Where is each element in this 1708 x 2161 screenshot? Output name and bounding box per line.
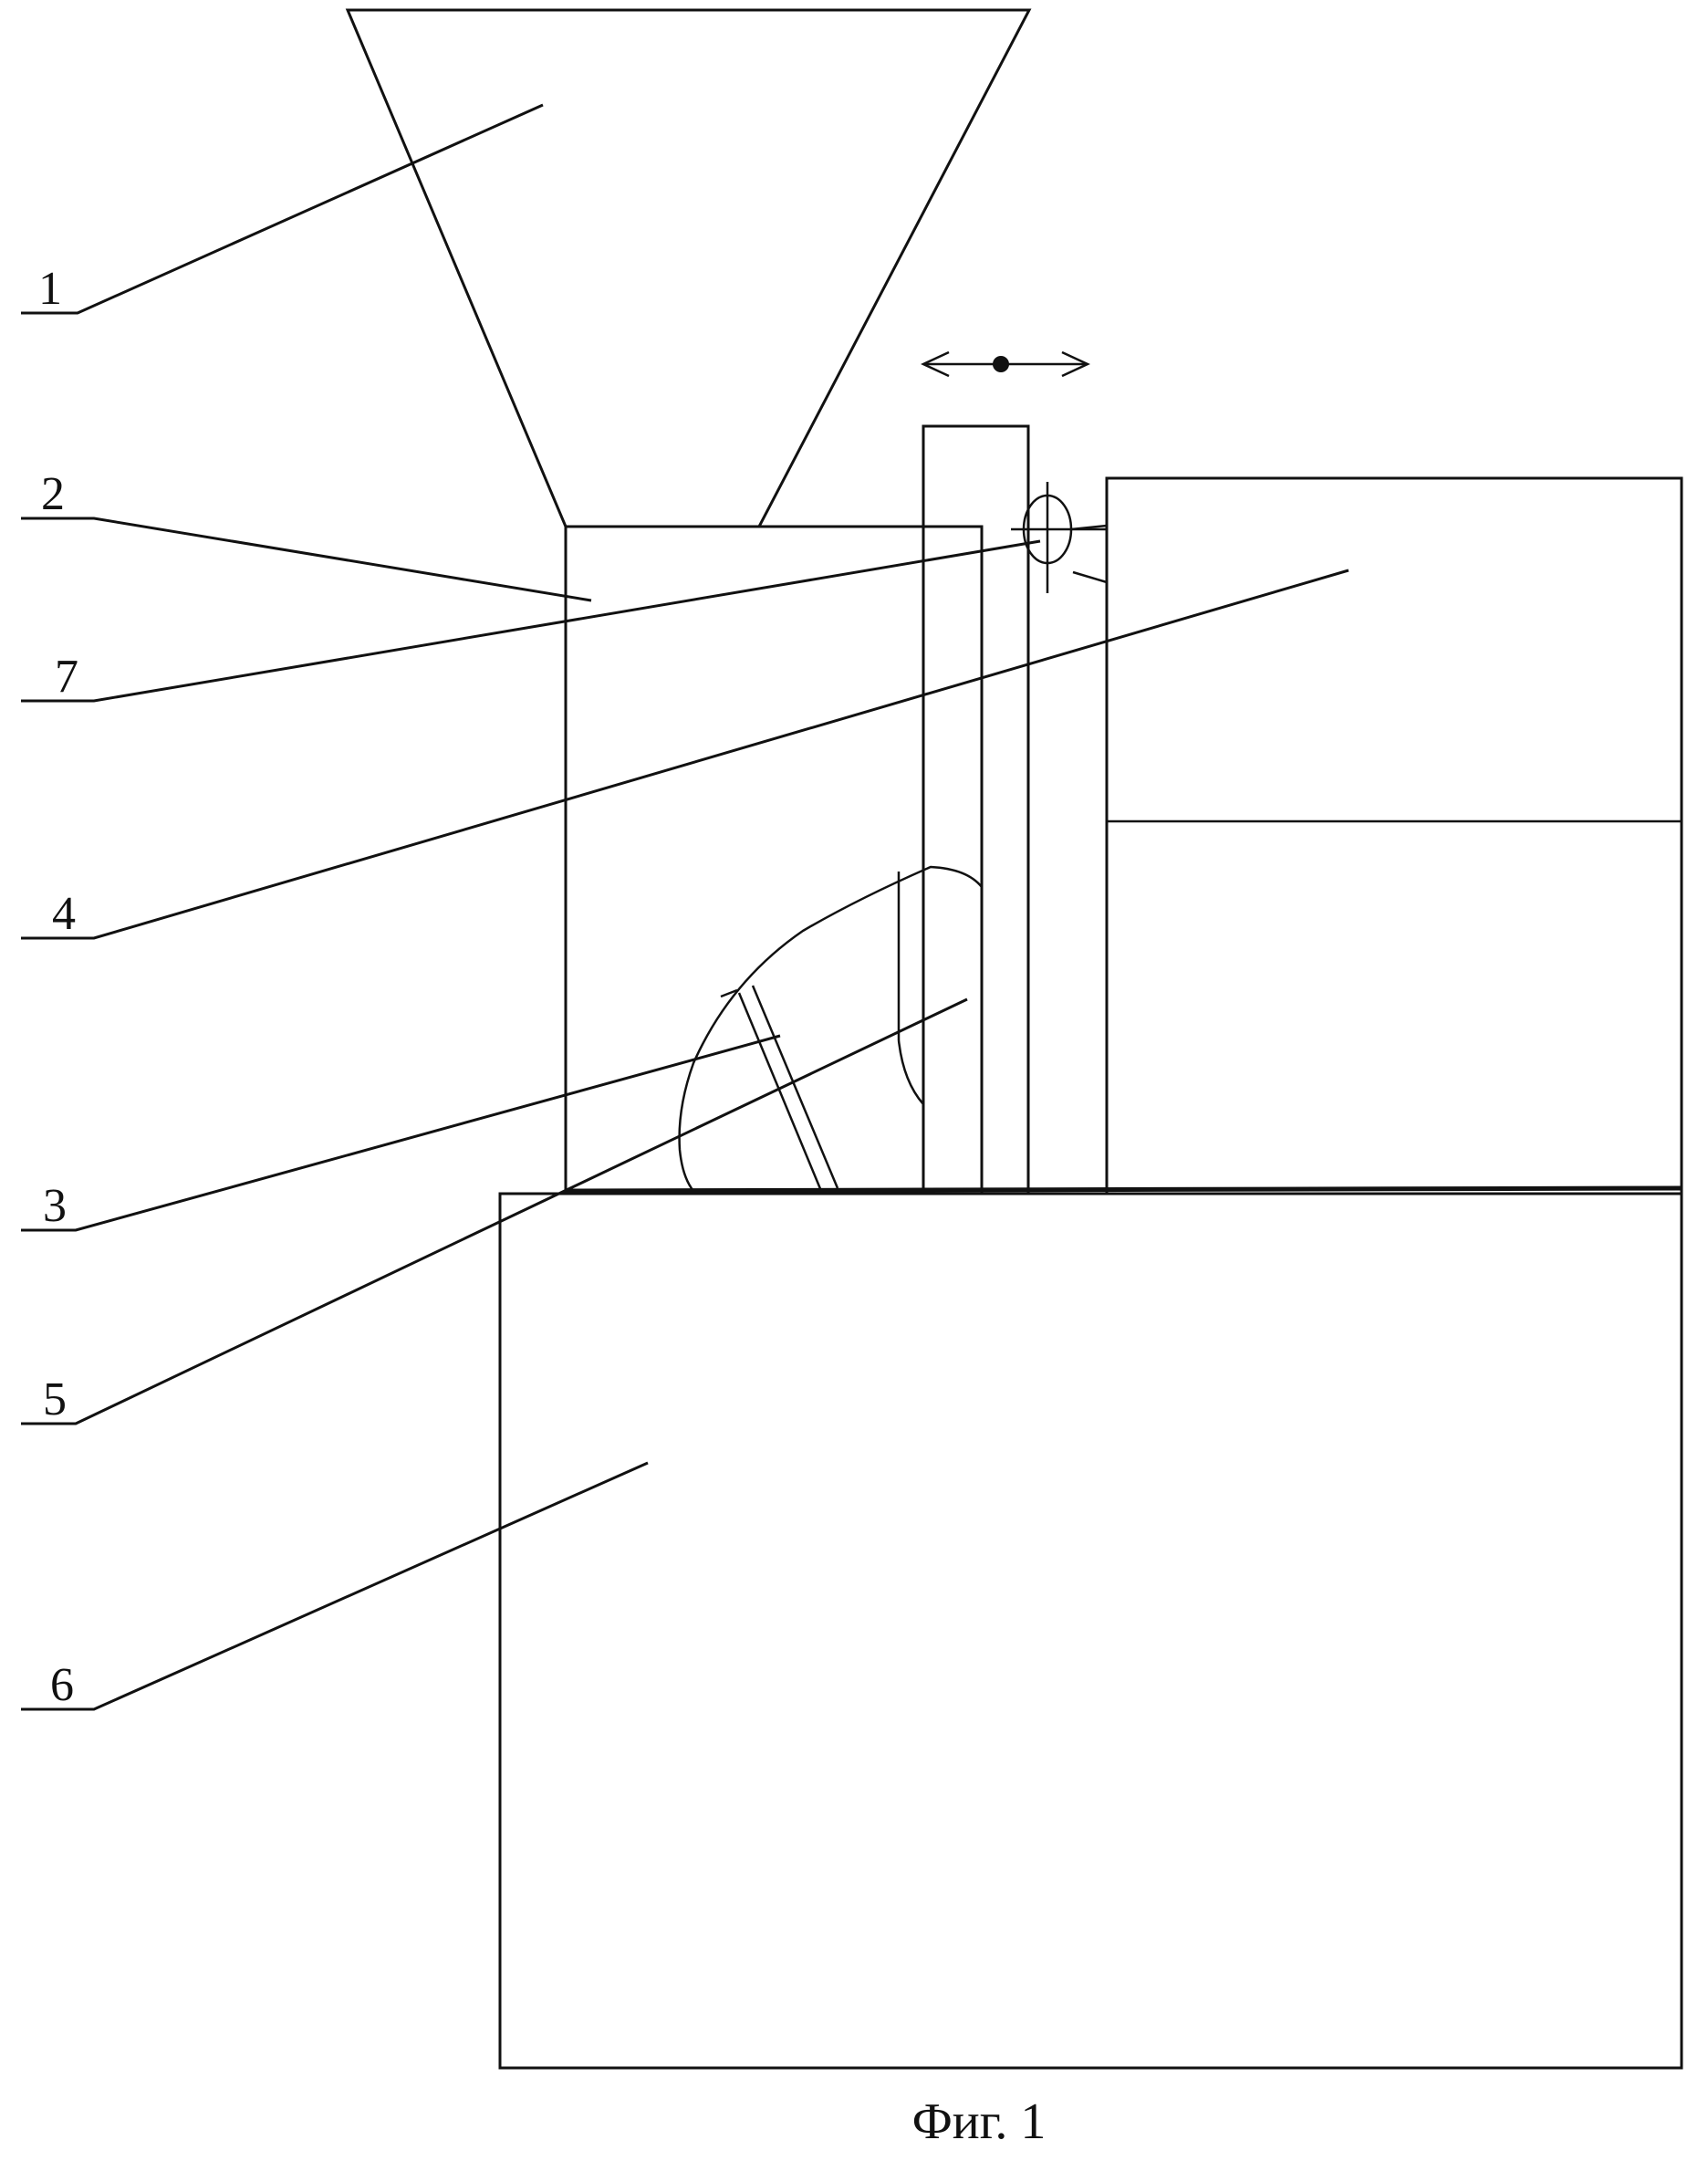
leader-4 bbox=[21, 569, 1349, 940]
movement-arrow bbox=[921, 350, 1090, 378]
leader-2 bbox=[21, 517, 592, 602]
label-7: 7 bbox=[55, 651, 78, 703]
label-4: 4 bbox=[52, 888, 76, 940]
sliding-rod bbox=[922, 424, 1030, 1195]
label-6: 6 bbox=[50, 1659, 74, 1711]
leader-5 bbox=[21, 997, 968, 1425]
drive-unit bbox=[1105, 476, 1683, 1195]
leader-6 bbox=[21, 1461, 649, 1711]
pivot-joint bbox=[1011, 482, 1108, 593]
base-top-edge bbox=[565, 1185, 1682, 1194]
hopper bbox=[345, 8, 1032, 528]
label-1: 1 bbox=[38, 263, 62, 315]
housing bbox=[564, 525, 984, 1195]
base-frame bbox=[498, 1192, 1683, 2070]
figure-caption: Фиг. 1 bbox=[912, 2093, 1047, 2150]
leader-7 bbox=[21, 539, 1041, 703]
label-3: 3 bbox=[43, 1180, 67, 1232]
label-2: 2 bbox=[41, 468, 65, 520]
leader-1 bbox=[21, 103, 544, 315]
leader-3 bbox=[21, 1034, 781, 1232]
knife-blade bbox=[897, 872, 924, 1105]
label-5: 5 bbox=[43, 1373, 67, 1425]
cutting-disc bbox=[678, 865, 983, 1192]
